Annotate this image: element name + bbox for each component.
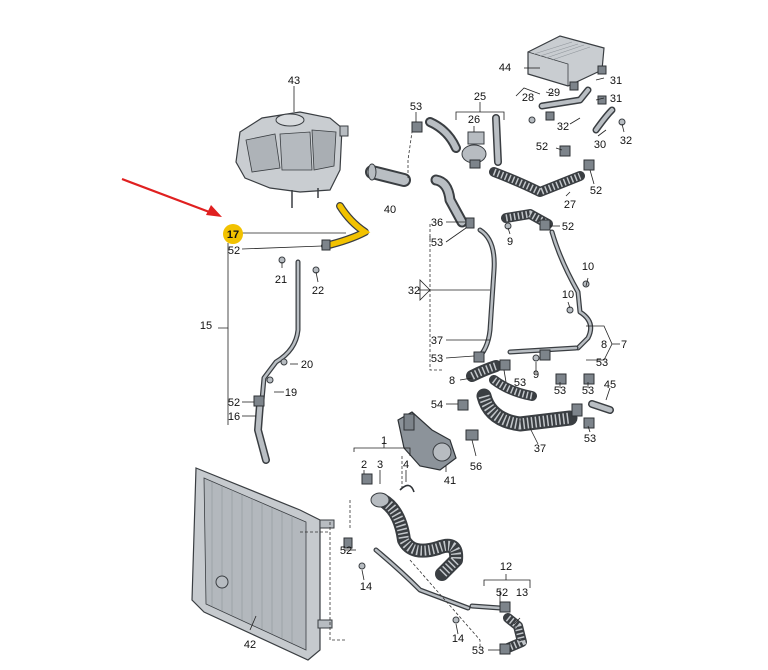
callout-16: 16	[228, 411, 240, 423]
callout-52: 52	[562, 221, 574, 233]
radiator	[191, 467, 335, 661]
callout-53: 53	[584, 433, 596, 445]
callout-28: 28	[522, 92, 534, 104]
callout-12: 12	[500, 561, 512, 573]
callout-7: 7	[621, 339, 627, 351]
callout-35: 32	[408, 285, 420, 297]
callout-52: 52	[228, 397, 240, 409]
callout-17-highlight	[223, 224, 243, 244]
hose-27	[489, 167, 585, 197]
callout-8: 8	[601, 339, 607, 351]
hose-30	[538, 86, 616, 134]
leader-lines	[218, 67, 625, 651]
hose-lower-coolant	[375, 493, 464, 581]
callout-31: 31	[610, 93, 622, 105]
callout-37: 37	[431, 335, 443, 347]
callout-14: 14	[452, 633, 464, 645]
callout-13: 13	[516, 587, 528, 599]
hose-8-lower	[466, 360, 502, 382]
hose-15	[259, 259, 301, 403]
valve-26	[461, 131, 487, 169]
callout-53: 53	[431, 237, 443, 249]
sensor-3	[361, 473, 373, 485]
callout-52: 52	[340, 545, 352, 557]
callout-9: 9	[533, 369, 539, 381]
callout-3: 3	[377, 459, 383, 471]
callout-21: 21	[275, 274, 287, 286]
callout-53: 53	[554, 385, 566, 397]
callout-10: 10	[562, 289, 574, 301]
callout-27: 27	[564, 199, 576, 211]
callout-19: 19	[285, 387, 297, 399]
hose-35	[473, 227, 497, 363]
callout-43: 43	[288, 75, 300, 87]
callout-4: 4	[403, 459, 409, 471]
callout-22: 22	[312, 285, 324, 297]
callout-53: 53	[431, 353, 443, 365]
callout-15: 15	[200, 320, 212, 332]
callout-41: 41	[444, 475, 456, 487]
callout-37: 37	[534, 443, 546, 455]
callout-32: 32	[620, 135, 632, 147]
hose-45	[588, 400, 614, 414]
callout-45: 45	[604, 379, 616, 391]
callout-8: 8	[449, 375, 455, 387]
callout-52: 52	[228, 245, 240, 257]
callout-53: 53	[582, 385, 594, 397]
pump-41	[397, 411, 457, 471]
hose-7-8	[507, 229, 594, 355]
pipe-40	[365, 163, 411, 187]
callout-53: 53	[514, 377, 526, 389]
callout-30: 30	[594, 139, 606, 151]
callout-1: 1	[381, 435, 387, 447]
callout-17: 17	[227, 229, 239, 241]
hose-36	[430, 174, 468, 228]
callout-44: 44	[499, 62, 511, 74]
hose-25	[425, 114, 502, 166]
hose-13	[503, 613, 527, 653]
callout-20: 20	[301, 359, 313, 371]
callout-42: 42	[244, 639, 256, 651]
callout-53: 53	[472, 645, 484, 657]
cooler-44	[527, 35, 605, 87]
hose-17	[321, 202, 371, 250]
flange-1	[370, 492, 390, 508]
callout-29: 29	[548, 87, 560, 99]
expansion-tank	[235, 111, 349, 208]
callout-53: 53	[410, 101, 422, 113]
callout-26: 26	[468, 114, 480, 126]
clamps	[253, 65, 626, 655]
callout-52: 52	[536, 141, 548, 153]
hose-12-14	[373, 547, 503, 611]
callout-36: 36	[431, 217, 443, 229]
callout-31: 31	[610, 75, 622, 87]
pointer-arrow	[121, 177, 222, 217]
callout-14: 14	[360, 581, 372, 593]
callout-52: 52	[496, 587, 508, 599]
hose-37	[476, 375, 578, 432]
callout-53: 53	[596, 357, 608, 369]
callout-9: 9	[507, 236, 513, 248]
callout-32: 32	[557, 121, 569, 133]
callout-25: 25	[474, 91, 486, 103]
hose-16	[254, 400, 270, 464]
callout-56: 56	[470, 461, 482, 473]
callout-40: 40	[384, 204, 396, 216]
callout-52: 52	[590, 185, 602, 197]
callout-2: 2	[361, 459, 367, 471]
callout-54: 54	[431, 399, 443, 411]
callout-labels: 17 43 52 21 22 15 20 19 52 16 53 25 26 4…	[200, 62, 632, 657]
callout-10: 10	[582, 261, 594, 273]
clip-5	[399, 484, 415, 493]
